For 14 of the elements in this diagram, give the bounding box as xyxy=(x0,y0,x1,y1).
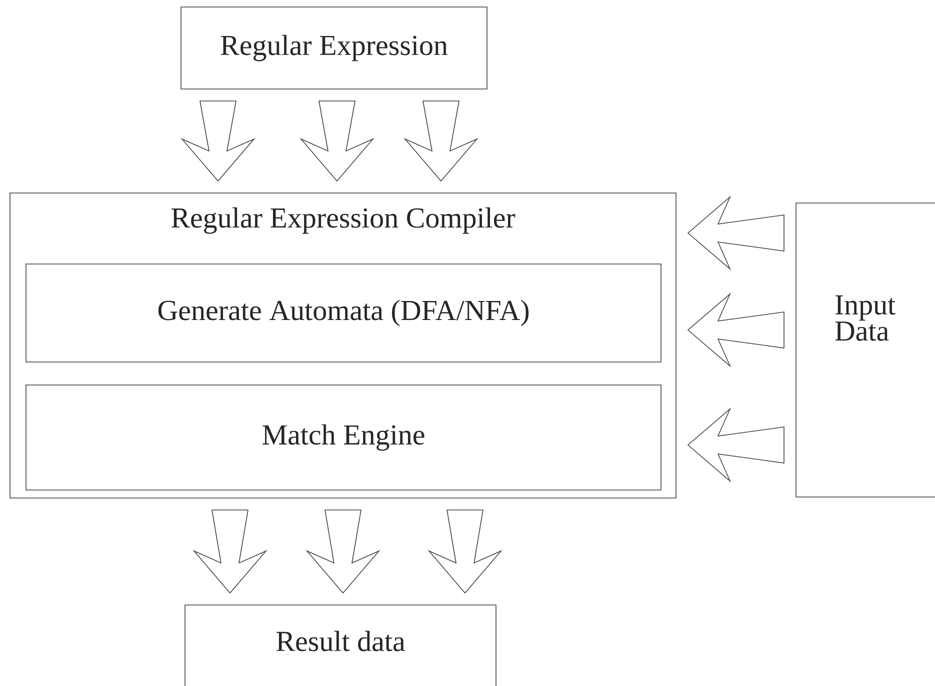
block-arrow xyxy=(180,100,256,182)
block-arrow xyxy=(404,100,478,182)
block-arrow xyxy=(300,100,374,182)
process-box: Generate Automata (DFA/NFA) xyxy=(26,264,662,362)
block-arrow xyxy=(192,510,268,594)
block-arrow xyxy=(687,196,784,270)
process-box: Input Data xyxy=(796,202,935,498)
block-arrow xyxy=(687,292,784,368)
process-box: Result data xyxy=(184,604,496,686)
process-box: Match Engine xyxy=(26,384,662,490)
block-arrow xyxy=(687,408,784,482)
block-arrow xyxy=(306,510,380,594)
process-box: Regular Expression xyxy=(180,6,488,90)
block-arrow xyxy=(428,510,502,594)
